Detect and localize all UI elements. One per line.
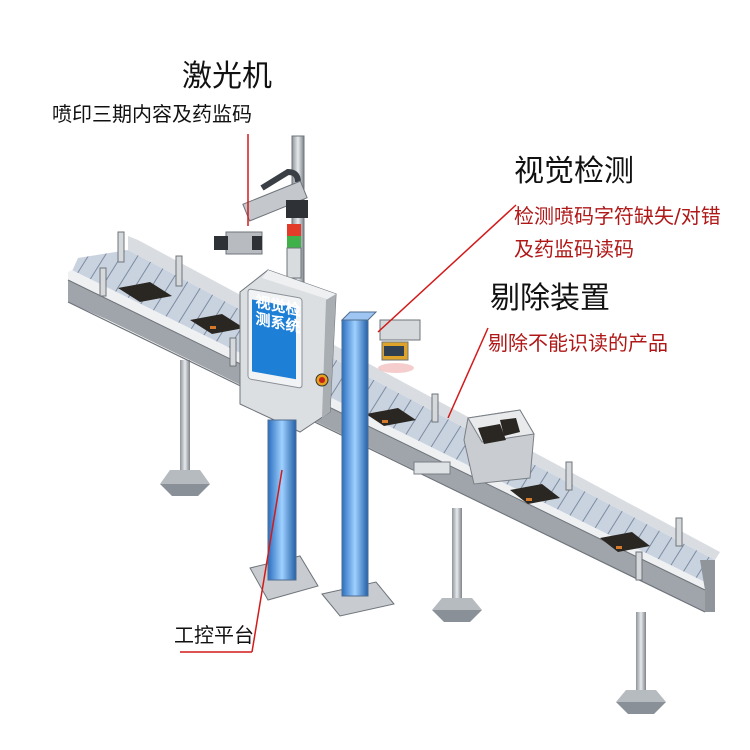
vision-desc-line1: 检测喷码字符缺失/对错 <box>514 204 721 228</box>
vision-title: 视觉检测 <box>514 154 634 189</box>
reject-desc: 剔除不能识读的产品 <box>488 331 668 355</box>
reject-bin <box>413 409 535 485</box>
products <box>118 282 650 552</box>
laser-desc: 喷印三期内容及药监码 <box>52 102 252 126</box>
laser-title: 激光机 <box>182 59 272 94</box>
screen-panel <box>252 299 296 380</box>
vision-cabinet <box>239 269 337 433</box>
platform-title: 工控平台 <box>174 623 254 647</box>
vision-desc-line2: 及药监码读码 <box>514 237 634 261</box>
conveyor-legs <box>160 360 666 714</box>
vision-camera <box>378 319 421 373</box>
platform-posts <box>249 311 395 617</box>
guide-posts <box>99 231 683 581</box>
leader-lines <box>180 134 517 653</box>
laser-mast <box>214 135 308 297</box>
reject-title: 剔除装置 <box>490 281 610 316</box>
